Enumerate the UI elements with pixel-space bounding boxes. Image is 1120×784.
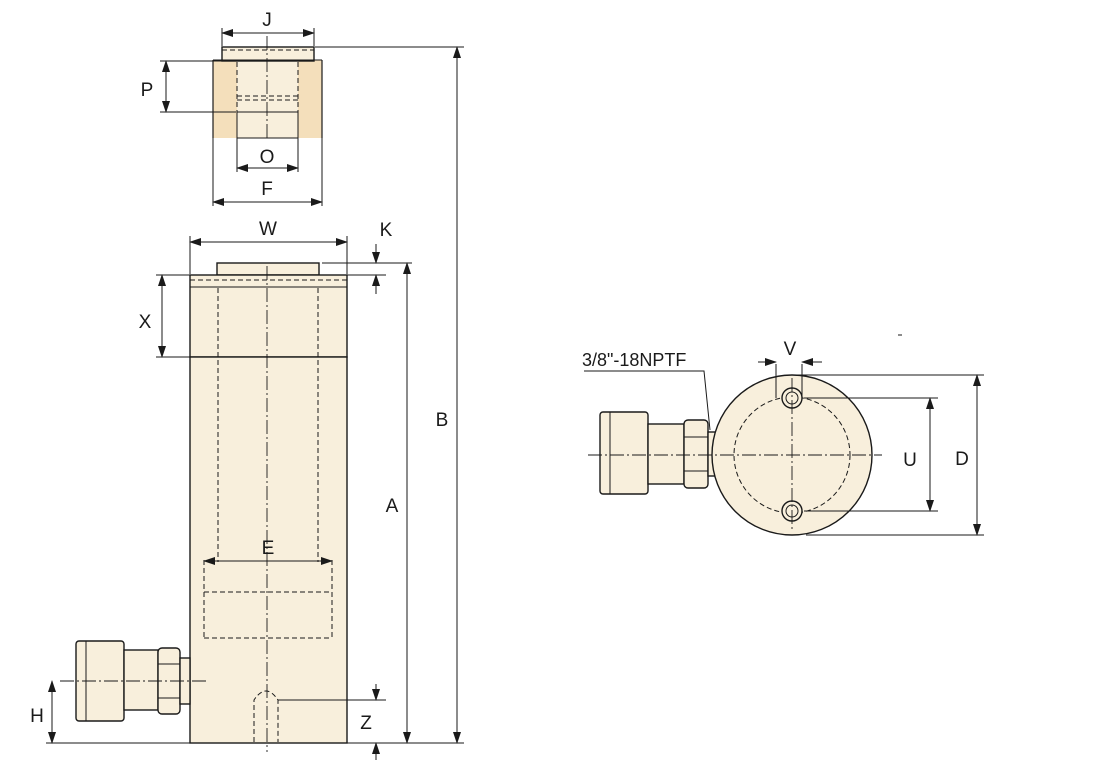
dim-label-h: H — [30, 706, 44, 727]
port-thread-note: 3/8"-18NPTF — [582, 350, 686, 370]
end-coupler-hex — [683, 419, 709, 489]
end-coupler-neck — [647, 423, 685, 485]
coupler-neck — [123, 649, 159, 711]
dim-label-j: J — [262, 10, 272, 31]
saddle-top-view — [212, 36, 323, 140]
cylinder-end-view — [588, 374, 882, 536]
thread-zone-right — [298, 60, 322, 138]
thread-zone-left — [213, 60, 237, 138]
dim-label-a: A — [386, 496, 399, 517]
dim-label-v: V — [784, 339, 797, 360]
side-coupler — [60, 640, 206, 722]
saddle-core — [237, 60, 298, 138]
saddle-bore — [236, 111, 299, 139]
dim-label-d: D — [955, 449, 969, 470]
plunger-top — [216, 262, 320, 276]
saddle-cap — [221, 46, 315, 62]
dim-label-u: U — [903, 450, 917, 471]
dim-label-o: O — [260, 147, 275, 168]
dim-label-f: F — [261, 179, 273, 200]
dim-label-e: E — [262, 538, 275, 559]
dim-label-z: Z — [360, 713, 372, 734]
end-coupler-nut — [599, 411, 649, 495]
dim-label-b: B — [436, 410, 449, 431]
collar — [189, 274, 348, 358]
cylinder-side-view — [189, 262, 348, 752]
base-mount-hole — [253, 690, 279, 742]
dim-label-k: K — [380, 220, 393, 241]
dim-label-p: P — [141, 80, 154, 101]
dim-label-w: W — [259, 219, 277, 240]
dim-label-x: X — [139, 312, 152, 333]
cylinder-body — [189, 356, 348, 744]
